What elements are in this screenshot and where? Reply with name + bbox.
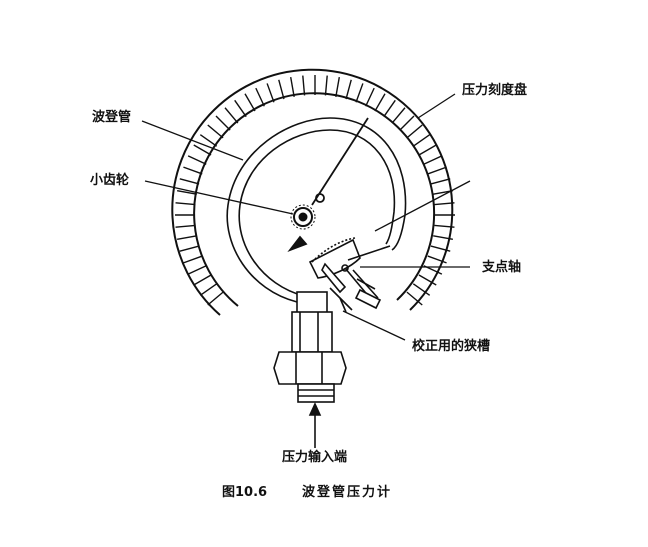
dial-tick: [434, 202, 455, 206]
inlet-socket: [273, 291, 347, 403]
dial-band: [171, 68, 455, 316]
dial-tick: [374, 93, 386, 112]
dial-tick: [193, 144, 212, 156]
dial-tick: [355, 83, 364, 103]
dial-tick: [215, 115, 231, 131]
leader-lines: [141, 93, 471, 341]
dial-tick: [427, 255, 447, 264]
pinion-gear: [290, 204, 316, 230]
dial-tick: [175, 202, 196, 206]
pointer-needle: [287, 117, 369, 252]
dial-tick: [430, 178, 451, 185]
dial-tick: [207, 124, 224, 139]
dial-tick: [423, 155, 443, 165]
dial-tick: [335, 77, 341, 97]
dial-tick: [179, 178, 200, 185]
dial-tick: [278, 79, 285, 100]
dial-tick: [175, 224, 196, 228]
dial-tick: [187, 155, 207, 165]
dial-tick: [391, 107, 406, 124]
dial-tick: [365, 87, 375, 107]
inlet-arrow: [308, 402, 322, 448]
dial-tick: [183, 255, 203, 264]
dial-tick: [234, 99, 247, 118]
figure-title: 波登管压力计: [302, 485, 393, 500]
figure-number: 图10.6: [222, 485, 268, 500]
movement-mechanism: [308, 237, 391, 313]
dial-tick: [302, 75, 306, 96]
label-pivot: 支点轴: [482, 260, 522, 275]
label-inlet: 压力输入端: [282, 450, 348, 465]
dial-tick: [207, 291, 224, 306]
dial-tick: [199, 134, 218, 147]
dial-tick: [433, 235, 453, 241]
dial-tick: [324, 75, 328, 96]
dial-tick: [179, 245, 200, 252]
dial-tick: [399, 115, 415, 131]
dial-tick: [266, 83, 275, 103]
dial-tick: [177, 235, 197, 241]
label-pinion: 小齿轮: [90, 173, 130, 188]
label-slot: 校正用的狭槽: [412, 339, 491, 354]
label-dial: 压力刻度盘: [462, 83, 528, 98]
dial-tick: [289, 77, 295, 97]
dial-tick: [199, 283, 218, 296]
dial-tick: [418, 274, 437, 286]
dial-tick: [383, 99, 396, 118]
dial-tick: [406, 124, 423, 139]
dial-tick: [412, 283, 431, 296]
dial-tick: [244, 93, 256, 112]
dial-tick: [224, 107, 239, 124]
dial-tick: [177, 189, 197, 195]
label-bourdon-tube: 波登管: [92, 110, 132, 125]
dial-tick: [427, 166, 447, 175]
dial-tick: [412, 134, 431, 147]
dial-tick: [418, 144, 437, 156]
dial-tick: [406, 291, 423, 306]
dial-tick: [187, 265, 207, 275]
dial-tick: [434, 224, 455, 228]
dial-tick: [345, 79, 352, 100]
dial-tick: [183, 166, 203, 175]
dial-tick: [255, 87, 265, 107]
dial-tick: [193, 274, 212, 286]
dial-tick: [430, 245, 451, 252]
